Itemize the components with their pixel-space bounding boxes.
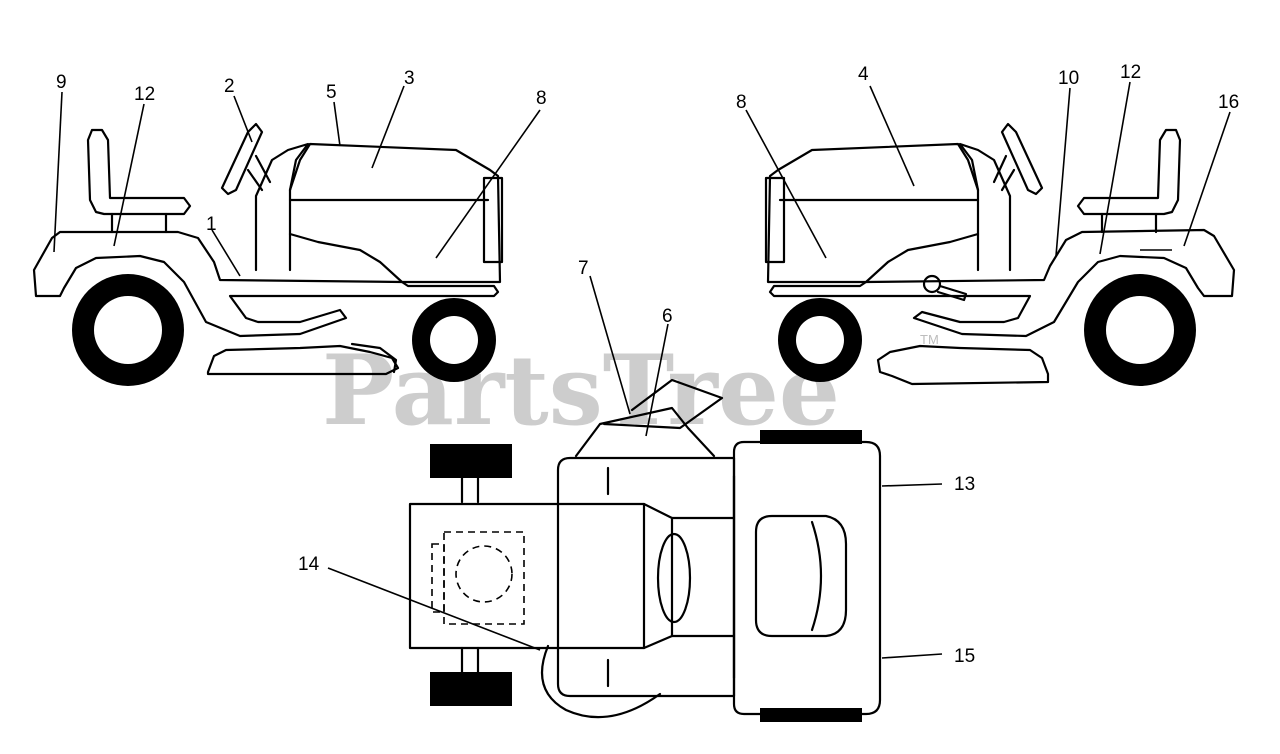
leader-16 <box>1183 111 1231 247</box>
top-hood <box>408 502 674 650</box>
ignition-knob <box>922 274 942 294</box>
leader-5 <box>333 101 341 147</box>
callout-10: 10 <box>1058 68 1079 89</box>
leader-8-right <box>745 109 827 259</box>
top-mower-deck <box>556 456 736 698</box>
callout-16: 16 <box>1218 92 1239 113</box>
callout-1: 1 <box>206 214 217 235</box>
callout-6: 6 <box>662 306 673 327</box>
wheel-hub <box>1106 296 1174 364</box>
left-hood <box>288 142 502 284</box>
left-dash <box>254 142 310 272</box>
wheel-hub <box>430 316 478 364</box>
top-rear-body <box>732 440 882 716</box>
callout-9: 9 <box>56 72 67 93</box>
leader-1 <box>211 229 241 277</box>
leader-13 <box>881 483 943 487</box>
left-grille <box>482 176 504 264</box>
callout-5: 5 <box>326 82 337 103</box>
leader-12-right <box>1099 81 1131 255</box>
leader-6 <box>645 323 669 437</box>
left-side-view: 9 12 2 5 3 8 1 <box>32 68 547 386</box>
steering-wheel-icon <box>220 122 264 196</box>
front-axle <box>460 476 480 674</box>
callout-12: 12 <box>134 84 155 105</box>
callout-15: 15 <box>954 646 975 667</box>
wheel-hub <box>94 296 162 364</box>
steering-wheel-icon <box>656 532 692 624</box>
seat-support <box>110 212 168 234</box>
left-mower-deck <box>206 344 400 376</box>
watermark: PartsTree TM <box>322 332 939 447</box>
tire-icon <box>760 430 862 444</box>
leader-14 <box>327 567 541 651</box>
seat-back-curve <box>810 520 823 632</box>
leader-12 <box>113 103 145 247</box>
callout-7: 7 <box>578 258 589 279</box>
callout-12: 12 <box>1120 62 1141 83</box>
callout-13: 13 <box>954 474 975 495</box>
leader-15 <box>881 653 943 659</box>
seat-icon <box>1076 128 1182 216</box>
leader-8 <box>435 109 541 259</box>
wheel-hub <box>796 316 844 364</box>
left-deck-chute <box>350 342 398 374</box>
leader-3 <box>371 85 405 169</box>
tire-icon <box>430 444 512 478</box>
callout-2: 2 <box>224 76 235 97</box>
right-grille <box>764 176 786 264</box>
callout-4: 4 <box>858 64 869 85</box>
watermark-tm: TM <box>920 332 939 347</box>
seat-support <box>1100 212 1158 234</box>
right-mower-deck <box>876 344 1050 386</box>
left-rear-fender <box>32 230 500 338</box>
watermark-brand: PartsTree <box>322 334 840 447</box>
hood-to-body <box>670 516 736 638</box>
chute-deflector <box>602 378 724 430</box>
right-hood <box>766 142 980 284</box>
callout-8: 8 <box>536 88 547 109</box>
steering-column <box>992 154 1016 192</box>
tire-icon <box>430 672 512 706</box>
leader-4 <box>869 85 915 187</box>
engine-side <box>431 543 445 613</box>
engine-circle-icon <box>455 545 513 603</box>
deck-side-bulge <box>540 644 662 719</box>
right-side-view: 8 4 10 12 16 <box>736 62 1239 386</box>
top-view: 7 6 13 14 15 <box>298 258 975 722</box>
callout-3: 3 <box>404 68 415 89</box>
leader-10 <box>1055 87 1071 257</box>
leader-7 <box>589 275 631 415</box>
steering-wheel-icon <box>1000 122 1044 196</box>
engine-outline <box>443 531 525 625</box>
discharge-chute <box>574 406 716 458</box>
right-rear-fender <box>768 228 1236 338</box>
callout-8: 8 <box>736 92 747 113</box>
top-seat-icon <box>754 514 848 638</box>
seat-icon <box>86 128 192 216</box>
leader-9 <box>53 91 63 253</box>
callout-14: 14 <box>298 554 320 575</box>
leader-2 <box>233 95 253 143</box>
ignition-lever <box>936 284 968 302</box>
